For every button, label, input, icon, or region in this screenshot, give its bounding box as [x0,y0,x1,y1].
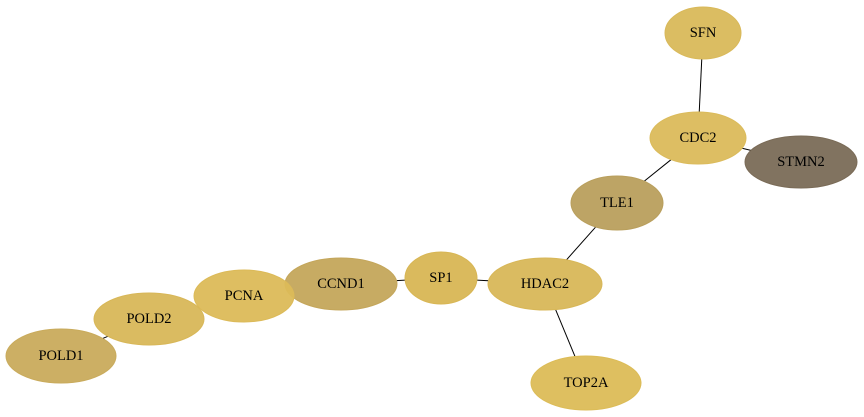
node-shape-hdac2 [487,257,603,311]
node-shape-pold2 [93,292,205,346]
node-shape-top2a [530,355,642,411]
node-cdc2[interactable]: CDC2 [649,111,747,165]
node-shape-tle1 [570,175,664,231]
node-label-hdac2: HDAC2 [521,276,569,292]
node-top2a[interactable]: TOP2A [530,355,642,411]
edge-pold2-pold1 [102,335,109,339]
node-pcna[interactable]: PCNA [193,269,295,323]
node-stmn2[interactable]: STMN2 [744,135,858,189]
node-shape-pcna [193,269,295,323]
edge-sp1-ccnd1 [396,279,406,282]
node-label-stmn2: STMN2 [777,154,825,170]
node-hdac2[interactable]: HDAC2 [487,257,603,311]
node-label-pcna: PCNA [225,288,264,304]
node-pold2[interactable]: POLD2 [93,292,205,346]
node-tle1[interactable]: TLE1 [570,175,664,231]
node-label-pold2: POLD2 [126,311,171,327]
node-label-sfn: SFN [690,25,717,41]
edge-sfn-cdc2 [698,58,703,113]
node-sp1[interactable]: SP1 [404,251,478,305]
node-sfn[interactable]: SFN [664,6,742,60]
node-label-top2a: TOP2A [564,375,609,391]
node-shape-stmn2 [744,135,858,189]
node-shape-pold1 [5,328,117,384]
node-shape-sfn [664,6,742,60]
node-shape-cdc2 [649,111,747,165]
node-label-pold1: POLD1 [38,348,83,364]
node-shape-sp1 [404,251,478,305]
edge-cdc2-tle1 [643,159,672,182]
edge-hdac2-sp1 [476,279,489,282]
node-label-sp1: SP1 [429,270,452,286]
node-ccnd1[interactable]: CCND1 [284,257,398,311]
node-label-ccnd1: CCND1 [317,276,365,292]
edge-tle1-hdac2 [566,226,597,261]
edge-hdac2-top2a [555,309,576,357]
node-pold1[interactable]: POLD1 [5,328,117,384]
edges-layer [102,58,752,357]
node-label-cdc2: CDC2 [679,130,716,146]
edge-cdc2-stmn2 [741,147,752,151]
node-label-tle1: TLE1 [600,195,634,211]
